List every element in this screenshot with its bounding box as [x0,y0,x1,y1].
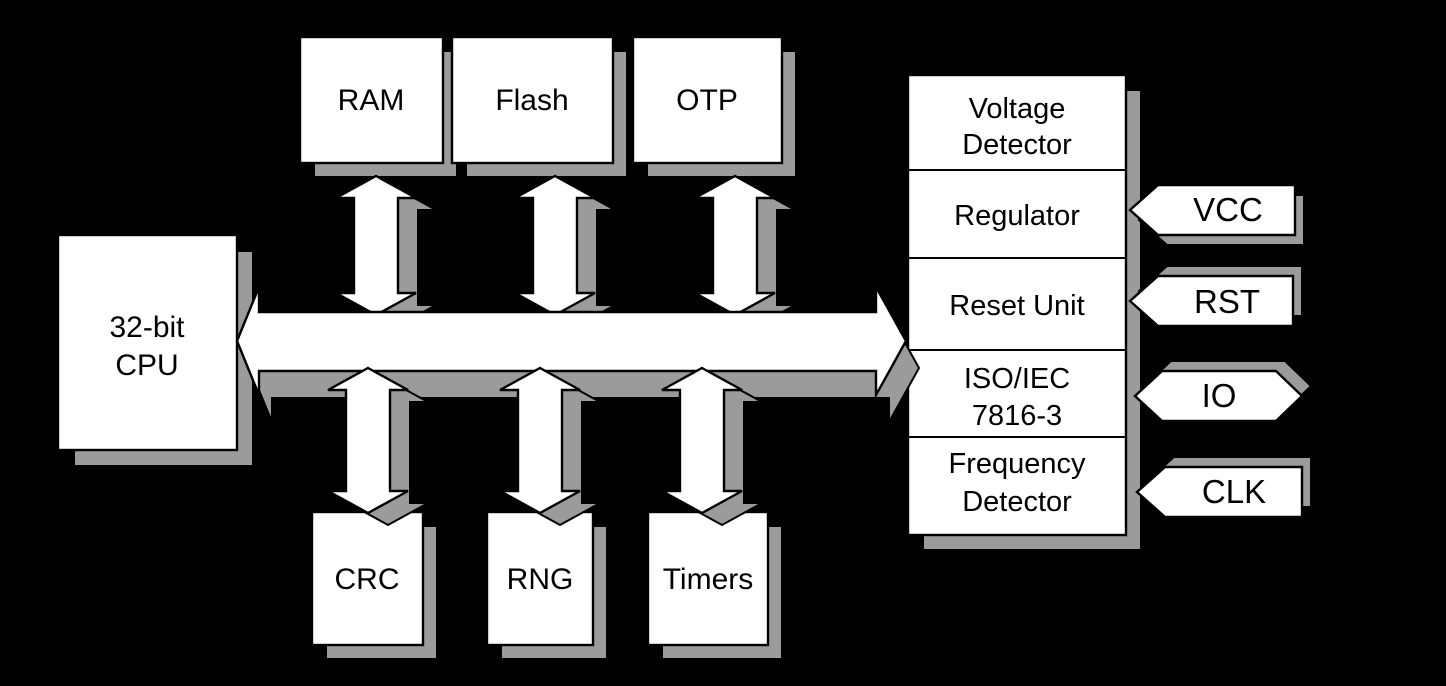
bus-rng-arrow-shape [499,366,581,515]
iso-iec-line2: 7816-3 [972,400,1062,432]
rst-arrow-shape [1128,274,1295,328]
signal-vcc: VCC [1128,183,1305,246]
crc-box [310,510,425,647]
stack-cell-reset-unit: Reset Unit [949,290,1084,322]
bus-crc-arrow-shape [327,366,409,515]
block-crc: CRC [310,510,438,660]
rst-label: RST [1194,283,1260,320]
block-rng: RNG [485,510,608,660]
vcc-arrow-shape [1128,183,1297,237]
otp-box [631,35,784,165]
block-cpu: 32-bit CPU [56,233,254,467]
clk-arrow-shape [1135,465,1304,519]
voltage-detector-line2: Detector [962,129,1072,161]
io-arrow-shape [1133,369,1304,423]
timers-label: Timers [663,563,754,596]
signal-io: IO [1133,360,1313,423]
system-bus-shape [235,282,908,400]
stack-cell-iso-iec-7816-3: ISO/IEC 7816-3 [964,363,1070,432]
signal-rst: RST [1128,265,1303,328]
iso-iec-line1: ISO/IEC [964,363,1070,395]
frequency-detector-line1: Frequency [948,448,1086,480]
regulator-label: Regulator [954,200,1080,232]
reset-unit-label: Reset Unit [949,290,1084,322]
timers-box [646,510,770,647]
crc-label: CRC [335,563,400,596]
cpu-label-line2: CPU [115,349,178,382]
arrow-otp-bus [694,174,796,329]
stack-cell-frequency-detector: Frequency Detector [948,448,1086,518]
vcc-label: VCC [1193,191,1263,228]
arrow-ram-bus [335,174,437,329]
flash-label: Flash [495,84,568,117]
stack-cell-regulator: Regulator [954,200,1080,232]
system-stack-box [906,73,1128,537]
arrow-bus-crc [327,366,429,527]
block-flash: Flash [450,35,628,178]
block-otp: OTP [631,35,797,178]
arrow-bus-timers [661,366,763,527]
clk-label: CLK [1202,473,1266,510]
cpu-box [56,233,239,452]
frequency-detector-line2: Detector [962,486,1072,518]
ram-box [298,35,445,165]
signal-clk: CLK [1135,456,1312,519]
stack-cell-voltage-detector: Voltage Detector [962,93,1072,161]
bus-timers-arrow-shape [661,366,743,515]
ram-label: RAM [338,84,405,117]
io-label: IO [1202,377,1237,414]
flash-box [450,35,615,165]
cpu-label-line1: 32-bit [109,311,185,344]
rng-label: RNG [507,563,574,596]
otp-label: OTP [676,84,738,117]
voltage-detector-line1: Voltage [969,93,1066,125]
block-ram: RAM [298,35,458,178]
arrow-bus-rng [499,366,601,527]
block-timers: Timers [646,510,783,660]
system-stack: Voltage Detector Regulator Reset Unit IS… [906,73,1142,551]
